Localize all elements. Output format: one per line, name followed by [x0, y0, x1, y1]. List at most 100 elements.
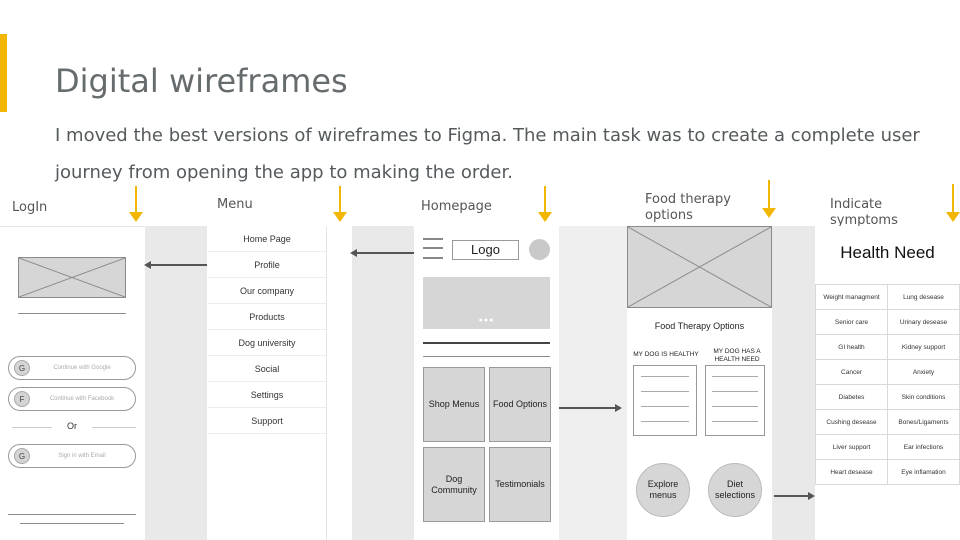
arrow-down-icon — [538, 186, 552, 224]
label-food-therapy-line2: options — [645, 208, 693, 223]
divider — [20, 523, 124, 524]
flow-connector — [559, 407, 616, 409]
shop-menus-tile[interactable]: Shop Menus — [423, 367, 485, 442]
avatar[interactable] — [529, 239, 550, 260]
login-image-placeholder — [18, 257, 126, 298]
card-line — [641, 406, 689, 407]
menu-item-social[interactable]: Social — [208, 356, 326, 382]
food-therapy-heading: Food Therapy Options — [654, 321, 745, 331]
label-food-therapy: Food therapy options — [645, 192, 731, 224]
flow-connector — [774, 495, 809, 497]
label-indicate-line2: symptoms — [830, 213, 898, 228]
label-homepage: Homepage — [421, 199, 492, 214]
label-food-therapy-line1: Food therapy — [645, 192, 731, 207]
logo: Logo — [452, 240, 519, 260]
label-indicate-symptoms: Indicate symptoms — [830, 197, 898, 229]
menu-item-home-page[interactable]: Home Page — [208, 226, 326, 252]
my-dog-health-need-label: MY DOG HAS A HEALTH NEED — [713, 348, 761, 363]
symptom-option[interactable]: Bones/Ligaments — [887, 409, 960, 435]
card-line — [712, 406, 758, 407]
flow-connector — [150, 264, 207, 266]
hamburger-icon-bar — [423, 247, 443, 249]
menu-item-dog-university[interactable]: Dog university — [208, 330, 326, 356]
accent-bar — [0, 34, 7, 112]
symptoms-table: Weight managment Lung desease Senior car… — [815, 284, 960, 485]
symptom-option[interactable]: Heart desease — [815, 459, 888, 485]
testimonials-tile[interactable]: Testimonials — [489, 447, 551, 522]
food-options-tile[interactable]: Food Options — [489, 367, 551, 442]
divider — [8, 514, 136, 515]
continue-facebook-button[interactable]: F Continue with Facebook — [8, 387, 136, 411]
symptom-option[interactable]: Ear infections — [887, 434, 960, 460]
menu-item-products[interactable]: Products — [208, 304, 326, 330]
symptom-option[interactable]: Weight managment — [815, 284, 888, 310]
arrow-right-icon — [808, 492, 815, 500]
food-image-placeholder — [627, 226, 772, 308]
card-line — [641, 391, 689, 392]
label-indicate-line1: Indicate — [830, 197, 883, 212]
hamburger-icon-bar — [423, 257, 443, 259]
divider — [423, 356, 550, 357]
facebook-icon: F — [14, 391, 30, 407]
health-need-heading: Health Need — [840, 243, 935, 262]
symptom-option[interactable]: Eye inflamation — [887, 459, 960, 485]
symptom-option[interactable]: Anxiety — [887, 359, 960, 385]
menu-screen — [207, 226, 327, 540]
symptom-option[interactable]: Kidney support — [887, 334, 960, 360]
or-text: Or — [67, 421, 77, 431]
arrow-down-icon — [946, 184, 960, 224]
symptom-option[interactable]: GI health — [815, 334, 888, 360]
continue-facebook-label: Continue with Facebook — [49, 396, 115, 402]
arrow-down-icon — [129, 186, 143, 224]
menu-overlay — [145, 226, 207, 540]
health-side-pane — [772, 226, 815, 540]
or-divider-right — [92, 427, 136, 428]
carousel-dots[interactable]: ●●● — [478, 317, 495, 324]
symptom-option[interactable]: Cancer — [815, 359, 888, 385]
flow-connector — [356, 252, 414, 254]
explore-menus-button[interactable]: Explore menus — [636, 463, 690, 517]
continue-google-label: Continue with Google — [53, 365, 111, 371]
arrow-right-icon — [615, 404, 622, 412]
symptom-option[interactable]: Liver support — [815, 434, 888, 460]
symptom-option[interactable]: Urinary desease — [887, 309, 960, 335]
divider — [18, 313, 126, 314]
card-line — [641, 421, 689, 422]
dog-community-tile[interactable]: Dog Community — [423, 447, 485, 522]
symptom-option[interactable]: Lung desease — [887, 284, 960, 310]
continue-google-button[interactable]: G Continue with Google — [8, 356, 136, 380]
email-icon: G — [14, 448, 30, 464]
table-row: Liver support Ear infections — [815, 434, 960, 460]
symptom-option[interactable]: Skin conditions — [887, 384, 960, 410]
hamburger-icon[interactable] — [421, 234, 445, 262]
arrow-down-icon — [762, 180, 776, 220]
menu-item-our-company[interactable]: Our company — [208, 278, 326, 304]
slide-title: Digital wireframes — [55, 62, 348, 100]
symptom-option[interactable]: Senior care — [815, 309, 888, 335]
menu-item-profile[interactable]: Profile — [208, 252, 326, 278]
arrow-left-icon — [144, 261, 151, 269]
symptom-option[interactable]: Diabetes — [815, 384, 888, 410]
diet-selections-button[interactable]: Diet selections — [708, 463, 762, 517]
sign-in-email-label: Sign in with Email — [58, 453, 106, 459]
banner-carousel[interactable] — [423, 277, 550, 329]
sign-in-email-button[interactable]: G Sign in with Email — [8, 444, 136, 468]
arrow-down-icon — [333, 186, 347, 224]
divider — [423, 342, 550, 344]
table-row: GI health Kidney support — [815, 334, 960, 360]
symptom-option[interactable]: Cushing desease — [815, 409, 888, 435]
table-row: Diabetes Skin conditions — [815, 384, 960, 410]
table-row: Cushing desease Bones/Ligaments — [815, 409, 960, 435]
label-login: LogIn — [12, 200, 48, 215]
card-line — [712, 376, 758, 377]
food-side-pane — [559, 226, 627, 540]
arrow-left-icon — [350, 249, 357, 257]
table-row: Heart desease Eye inflamation — [815, 459, 960, 485]
table-row: Weight managment Lung desease — [815, 284, 960, 310]
menu-item-settings[interactable]: Settings — [208, 382, 326, 408]
hamburger-icon-bar — [423, 238, 443, 240]
card-line — [641, 376, 689, 377]
menu-item-support[interactable]: Support — [208, 408, 326, 434]
table-row: Senior care Urinary desease — [815, 309, 960, 335]
or-divider-left — [12, 427, 52, 428]
